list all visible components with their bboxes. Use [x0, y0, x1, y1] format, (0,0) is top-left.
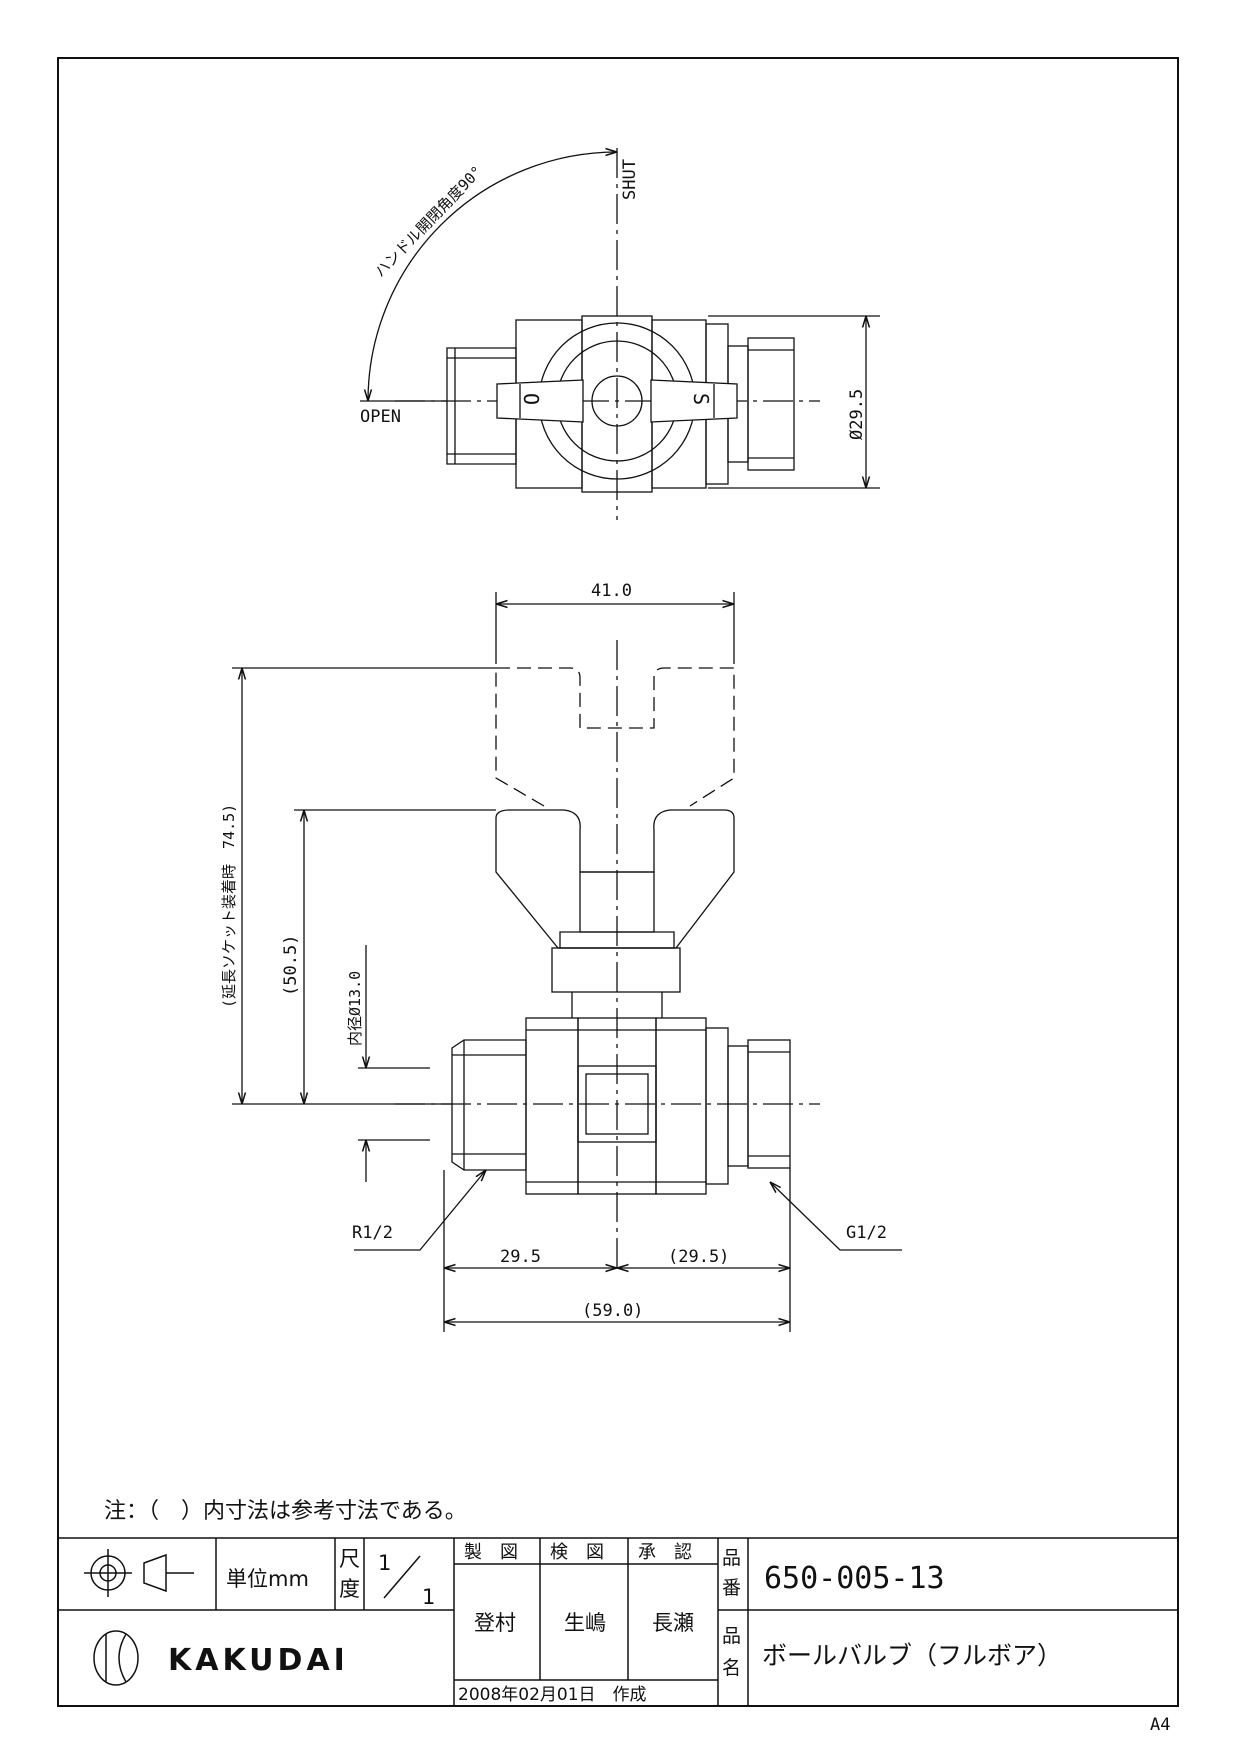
dim-41-label: 41.0 — [591, 581, 632, 601]
part-no-label-1: 品 — [722, 1547, 741, 1569]
scale-label-1: 尺 — [339, 1547, 360, 1571]
shut-label: SHUT — [620, 159, 640, 200]
title-block — [58, 1537, 1178, 1706]
checked-by: 生嶋 — [564, 1611, 606, 1635]
extension-socket-outline — [495, 667, 735, 807]
half-right-label: (29.5) — [668, 1247, 729, 1267]
title-block-text: 単位mm 尺 度 1 1 製 図 検 図 承 認 登村 生嶋 長瀬 2008年0… — [168, 1542, 1062, 1705]
scale-numerator: 1 — [378, 1551, 391, 1575]
header-checked: 検 図 — [550, 1542, 604, 1563]
header-approved: 承 認 — [638, 1542, 692, 1563]
half-left-label: 29.5 — [500, 1247, 541, 1267]
front-view — [232, 592, 902, 1332]
sheet-border — [57, 57, 1179, 1707]
sheet-size-label: A4 — [1150, 1715, 1170, 1735]
brand-name: KAKUDAI — [168, 1643, 349, 1678]
ball-window — [577, 1065, 657, 1143]
top-view-text: SHUT OPEN ハンドル開閉角度90° O S Ø29.5 — [360, 159, 867, 440]
approved-by: 長瀬 — [652, 1611, 694, 1635]
total-width-label: (59.0) — [582, 1301, 643, 1321]
reference-note: 注：（ ）内寸法は参考寸法である。 — [104, 1499, 467, 1524]
handle-wings — [495, 809, 735, 949]
handle-angle-arc — [368, 152, 617, 401]
dim-50-5-label: (50.5) — [281, 935, 301, 996]
angle-label: ハンドル開閉角度90° — [371, 162, 486, 280]
handle-left-letter: O — [519, 393, 543, 405]
scale-label-2: 度 — [339, 1577, 360, 1601]
scale-denominator: 1 — [422, 1585, 435, 1609]
kakudai-logo-icon — [93, 1630, 139, 1686]
projection-symbol-icon — [84, 1549, 194, 1597]
thread-left-label: R1/2 — [352, 1223, 393, 1243]
part-name-label-1: 品 — [722, 1625, 741, 1647]
dia-label: Ø29.5 — [847, 389, 867, 440]
thread-right-label: G1/2 — [846, 1223, 887, 1243]
part-number: 650-005-13 — [764, 1561, 945, 1596]
drawing-date: 2008年02月01日 作成 — [458, 1685, 647, 1705]
part-no-label-2: 番 — [722, 1577, 741, 1599]
unit-label: 単位mm — [226, 1567, 309, 1591]
front-view-text: 41.0 (延長ソケット装着時 74.5) (50.5) 内径Ø13.0 R1/… — [220, 581, 887, 1321]
inner-dia-label: 内径Ø13.0 — [346, 971, 364, 1046]
top-view — [360, 148, 880, 520]
dim-74-5-label: (延長ソケット装着時 74.5) — [220, 804, 238, 1008]
handle-right-letter: S — [689, 393, 713, 405]
open-label: OPEN — [360, 407, 401, 427]
header-made: 製 図 — [464, 1542, 518, 1563]
part-name-label-2: 名 — [722, 1657, 741, 1679]
part-name: ボールバルブ（フルボア） — [762, 1641, 1062, 1670]
made-by: 登村 — [474, 1611, 516, 1635]
